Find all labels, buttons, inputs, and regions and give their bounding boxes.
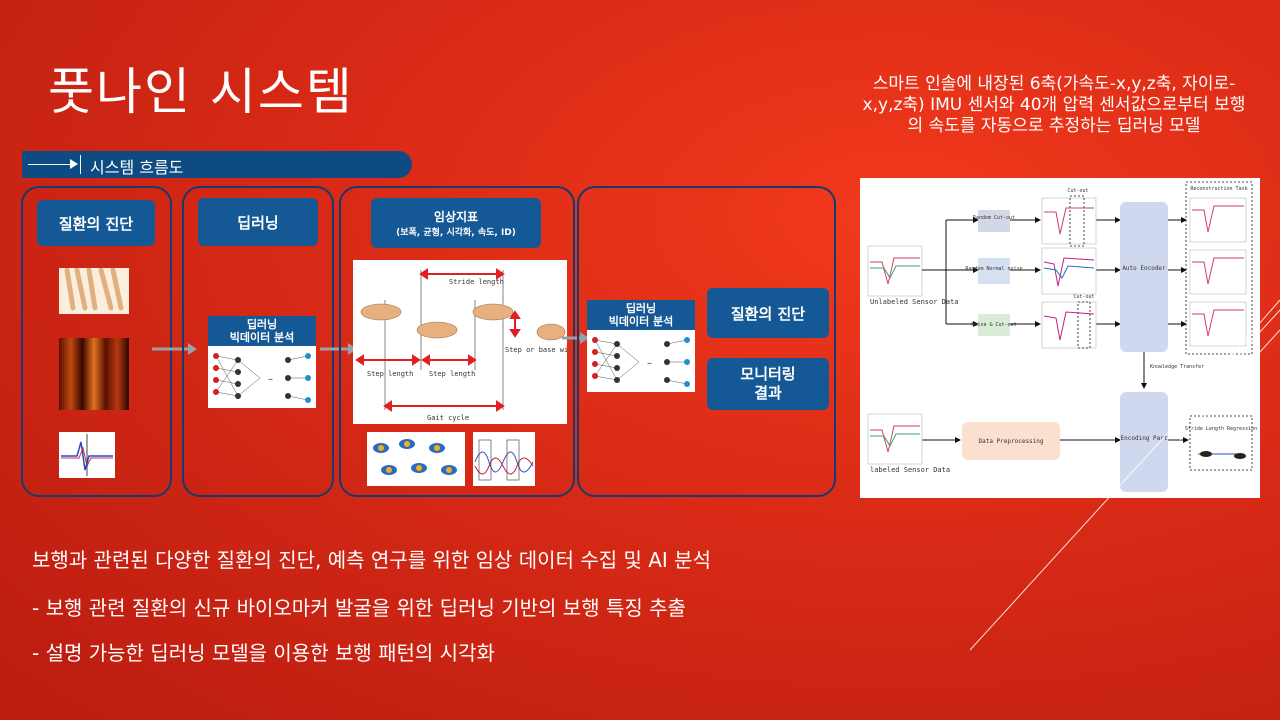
deep-learning-box-line1: 딥러닝	[246, 318, 278, 331]
panel-clinical: 임상지표 (보폭, 균형, 시각화, 속도, ID) Stride length…	[339, 186, 581, 497]
unlabeled-plot	[867, 245, 923, 297]
encoding-part-box	[1120, 392, 1168, 492]
result-monitoring-line2: 결과	[754, 384, 782, 402]
unlabeled-label: Unlabeled Sensor Data	[870, 298, 959, 306]
result-diagnosis: 질환의 진단	[707, 288, 829, 338]
noise-cutout-label: Noise & Cut-out	[971, 322, 1016, 328]
labeled-label: labeled Sensor Data	[870, 466, 950, 474]
gait-cycle-label: Gait cycle	[427, 414, 469, 422]
cutout-mid-label: Cut-out	[1073, 294, 1094, 300]
knowledge-transfer-label: Knowledge Transfer	[1150, 364, 1204, 370]
arrow-head-icon	[70, 159, 78, 169]
panel-diagnosis: 질환의 진단	[21, 186, 172, 497]
clinical-label-line1: 임상지표	[433, 210, 479, 224]
heatmap-image	[59, 338, 129, 410]
random-noise-label: Random Normal noise	[965, 266, 1022, 272]
model-description: 스마트 인솔에 내장된 6축(가속도-x,y,z축, 자이로-x,y,z축) I…	[862, 74, 1246, 136]
step-length-label-2: Step length	[429, 370, 475, 378]
flow-header-bar: 시스템 흐름도	[22, 151, 412, 178]
model-diagram: Unlabeled Sensor Data Random Cut-out	[860, 178, 1260, 498]
result-monitoring: 모니터링 결과	[707, 358, 829, 410]
results-box-line2: 빅데이터 분석	[608, 315, 674, 328]
wave-image	[473, 432, 535, 486]
random-cutout-label: Random Cut-out	[973, 215, 1015, 221]
results-deep-learning-box: 딥러닝 빅데이터 분석 –	[587, 300, 695, 392]
panel-deep-learning-label: 딥러닝	[198, 198, 318, 246]
data-preprocessing-label: Data Preprocessing	[978, 438, 1043, 445]
random-noise-box	[978, 258, 1010, 284]
bullet-2: - 보행 관련 질환의 신규 바이오마커 발굴을 위한 딥러닝 기반의 보행 특…	[32, 596, 686, 620]
page-title: 풋나인 시스템	[48, 63, 354, 121]
arrow-icon	[320, 343, 357, 355]
gait-diagram: Stride length Step or base width Step le…	[353, 260, 581, 424]
deep-learning-box: 딥러닝 빅데이터 분석 –	[208, 316, 316, 408]
neural-network-icon: –	[592, 337, 690, 387]
svg-text:–: –	[268, 374, 273, 385]
step-length-label-1: Step length	[367, 370, 413, 378]
decorative-lines	[969, 299, 1280, 651]
stride-regression-label: Stride Length Regression	[1185, 426, 1257, 432]
deep-learning-box-line2: 빅데이터 분석	[229, 331, 295, 344]
deep-learning-box-title: 딥러닝 빅데이터 분석	[208, 316, 316, 346]
arrow-line-icon	[28, 164, 74, 165]
bullet-1: 보행과 관련된 다양한 질환의 진단, 예측 연구를 위한 임상 데이터 수집 …	[32, 548, 711, 572]
auto-encoder-label: Auto Encoder	[1122, 265, 1166, 272]
reconstruction-label: Reconstruction Task	[1190, 186, 1247, 192]
cutout-top-label: Cut-out	[1067, 188, 1088, 194]
results-box-line1: 딥러닝	[625, 302, 657, 315]
encoding-part-label: Encoding Part	[1121, 435, 1168, 442]
stride-regression-box	[1189, 415, 1253, 471]
panel-deep-learning: 딥러닝 딥러닝 빅데이터 분석 –	[182, 186, 334, 497]
panel-diagnosis-label: 질환의 진단	[37, 200, 155, 246]
data-preprocessing-box	[962, 422, 1060, 460]
flow-header-label: 시스템 흐름도	[90, 158, 184, 177]
divider	[80, 155, 81, 174]
pressure-image	[367, 432, 465, 486]
neural-network-icon: –	[213, 353, 311, 403]
signal-image	[59, 432, 115, 478]
random-cutout-box	[978, 210, 1010, 232]
clinical-label-line2: (보폭, 균형, 시각화, 속도, ID)	[396, 228, 516, 238]
auto-encoder-box	[1120, 202, 1168, 352]
svg-text:–: –	[647, 358, 652, 369]
panel-clinical-label: 임상지표 (보폭, 균형, 시각화, 속도, ID)	[371, 198, 541, 248]
stride-length-label: Stride length	[449, 278, 504, 286]
step-width-label: Step or base width	[505, 346, 567, 354]
panel-results: 딥러닝 빅데이터 분석 – 질환의 진단 모니터링 결과	[577, 186, 836, 497]
results-box-title: 딥러닝 빅데이터 분석	[587, 300, 695, 330]
noise-cutout-box	[978, 314, 1010, 336]
bullet-3: - 설명 가능한 딥러닝 모델을 이용한 보행 패턴의 시각화	[32, 641, 495, 665]
legs-image	[59, 267, 129, 314]
result-monitoring-line1: 모니터링	[740, 365, 796, 383]
